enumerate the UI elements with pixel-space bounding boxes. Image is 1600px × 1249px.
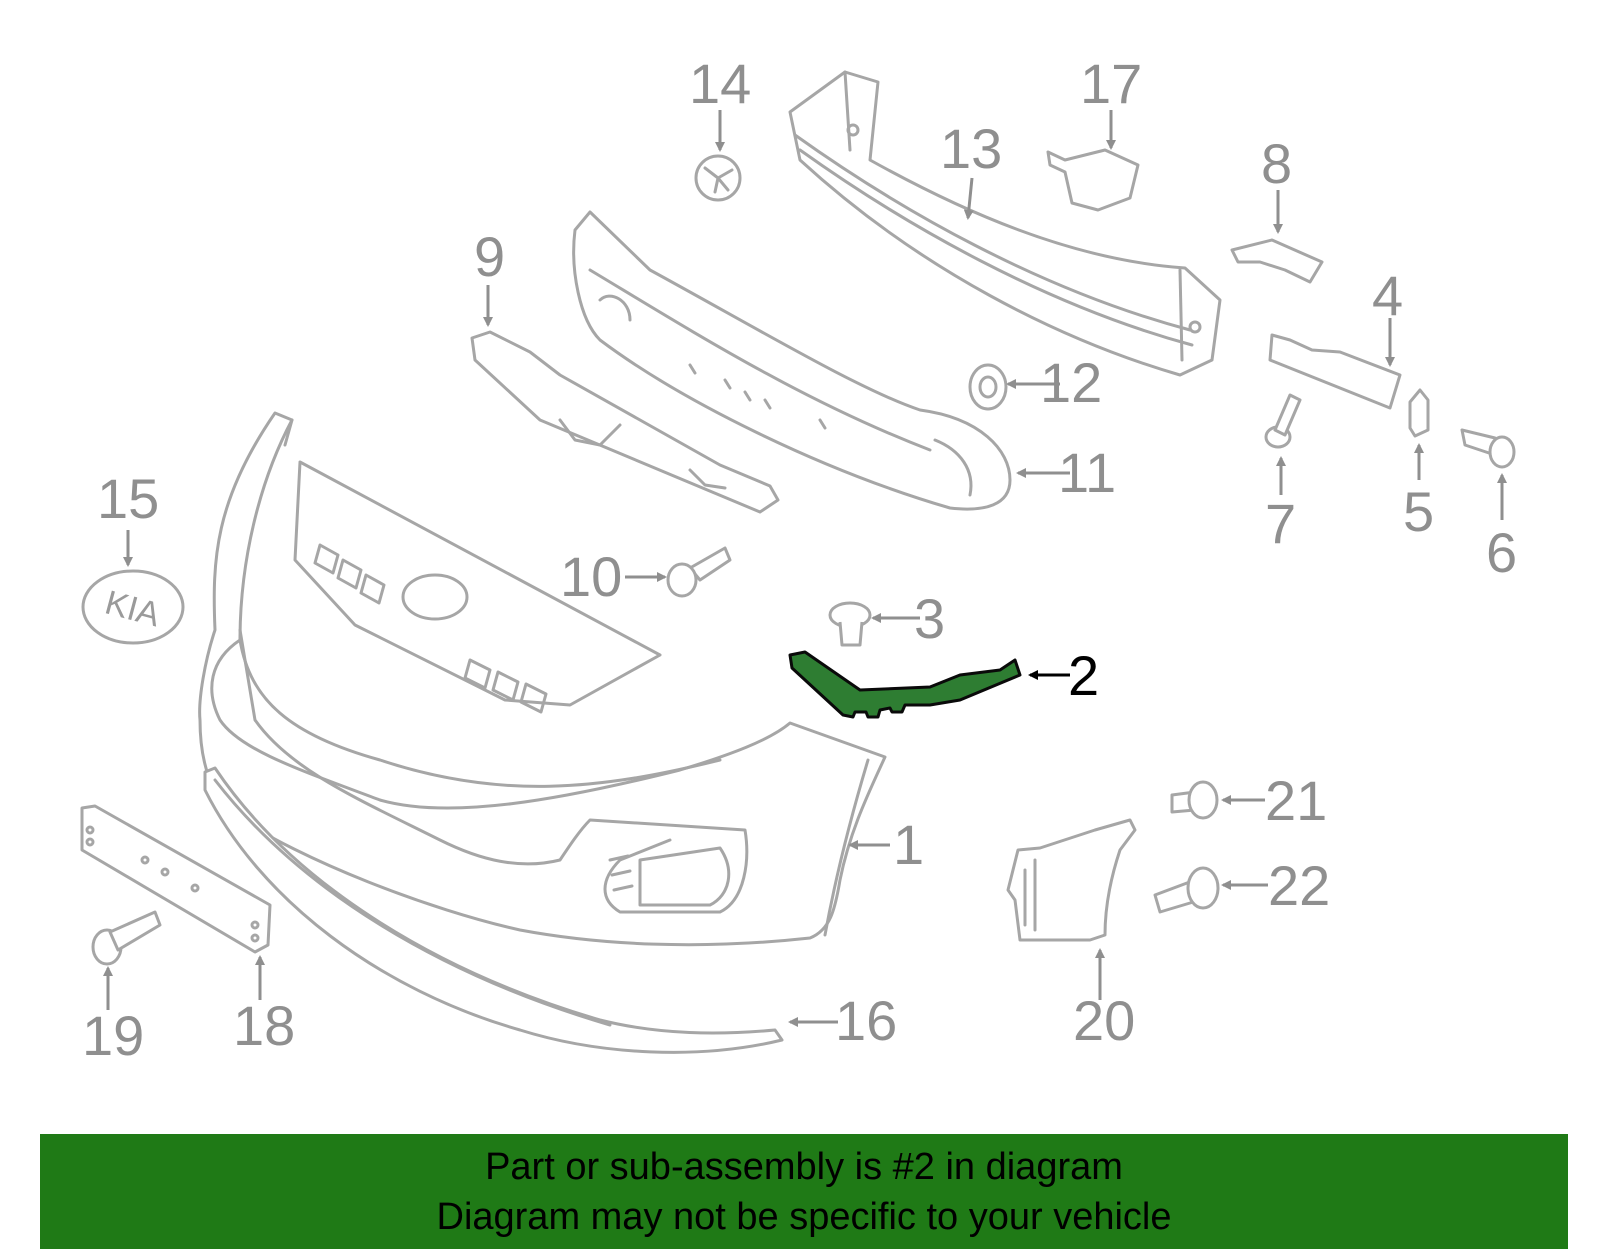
callout-12: 12 (1040, 351, 1102, 414)
callout-17: 17 (1080, 52, 1142, 115)
callout-22: 22 (1268, 854, 1330, 917)
part-12-clip (968, 363, 1008, 411)
part-8-bracket (1230, 238, 1324, 284)
part-9-bracket (470, 330, 780, 514)
callout-18: 18 (233, 994, 295, 1057)
callout-7: 7 (1265, 492, 1296, 555)
part-7-screw (1264, 393, 1302, 449)
part-20-side-bracket (1006, 818, 1137, 942)
callout-11: 11 (1058, 441, 1116, 504)
callout-19: 19 (82, 1004, 144, 1067)
callout-15: 15 (97, 467, 159, 530)
callout-10: 10 (560, 545, 622, 608)
callout-21: 21 (1265, 769, 1327, 832)
banner-line-1: Part or sub-assembly is #2 in diagram (485, 1145, 1123, 1188)
callout-6: 6 (1486, 521, 1517, 584)
part-10-bolt (666, 546, 732, 598)
callout-1: 1 (893, 813, 924, 876)
part-19-screw (91, 910, 162, 966)
callout-labels: 14 13 17 8 4 9 12 11 7 5 6 15 10 3 2 1 2… (82, 52, 1517, 1067)
part-3-clip (828, 601, 872, 647)
callout-9: 9 (474, 225, 505, 288)
part-22-bolt (1153, 866, 1220, 914)
callout-2: 2 (1068, 644, 1099, 707)
part-13-reinforcement-beam (788, 70, 1222, 377)
part-17-sensor (1046, 148, 1140, 212)
callout-14: 14 (689, 52, 751, 115)
part-15-emblem: KIA (81, 569, 185, 645)
emblem-logo-text: KIA (101, 583, 164, 634)
part-14-badge (694, 154, 742, 202)
part-2-highlighted-bracket (788, 650, 1022, 719)
banner-line-2: Diagram may not be specific to your vehi… (436, 1195, 1172, 1238)
part-11-energy-absorber (572, 210, 1012, 511)
callout-3: 3 (914, 587, 945, 650)
part-16-lower-lip (203, 766, 784, 1054)
callout-16: 16 (835, 989, 897, 1052)
callout-8: 8 (1261, 132, 1292, 195)
part-5-clip (1408, 388, 1430, 438)
part-21-bolt (1170, 780, 1219, 820)
part-4-side-bracket (1268, 333, 1402, 410)
part-18-plate-bracket (80, 804, 272, 954)
info-banner: Part or sub-assembly is #2 in diagram Di… (40, 1134, 1568, 1249)
callout-13: 13 (940, 117, 1002, 180)
callout-4: 4 (1372, 264, 1403, 327)
part-1-bumper-cover (198, 411, 887, 947)
part-6-screw (1460, 428, 1516, 469)
leader-lines (103, 110, 1507, 1027)
callout-5: 5 (1403, 480, 1434, 543)
callout-20: 20 (1073, 989, 1135, 1052)
